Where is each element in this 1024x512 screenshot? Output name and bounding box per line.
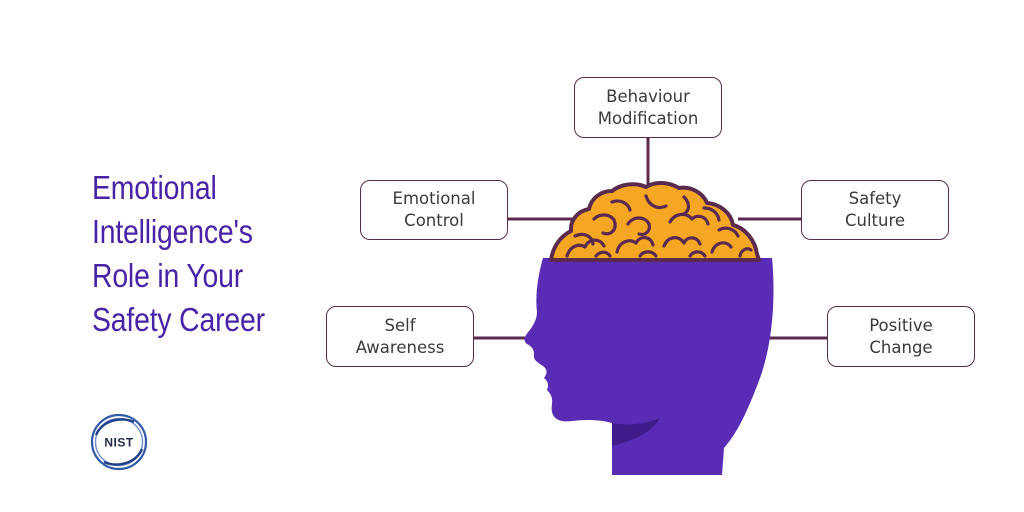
- node-behaviour-modification-line-1: Behaviour: [606, 86, 690, 106]
- brain-icon: [549, 181, 761, 262]
- node-safety-culture-line-1: Safety: [848, 189, 902, 208]
- node-behaviour-modification: Behaviour Modification: [574, 77, 722, 138]
- node-emotional-control: Emotional Control: [360, 180, 508, 240]
- jaw-shadow: [612, 418, 660, 446]
- node-self-awareness-line-1: Self: [384, 315, 416, 335]
- title-line-2: Intelligence's: [92, 213, 253, 250]
- node-positive-change-line-2: Change: [869, 337, 933, 357]
- title-line-4: Safety Career: [92, 301, 265, 338]
- node-positive-change-line-1: Positive: [869, 315, 933, 335]
- nist-logo: NIST: [90, 413, 148, 471]
- nist-logo-text: NIST: [104, 436, 134, 450]
- node-emotional-control-line-1: Emotional: [392, 189, 476, 208]
- page-title: Emotional Intelligence's Role in Your Sa…: [92, 166, 298, 342]
- title-line-1: Emotional: [92, 169, 217, 206]
- node-self-awareness-line-2: Awareness: [355, 337, 445, 357]
- title-line-3: Role in Your: [92, 257, 243, 294]
- head-silhouette: [524, 258, 774, 475]
- node-positive-change: Positive Change: [827, 306, 975, 367]
- node-safety-culture-line-2: Culture: [844, 211, 906, 230]
- node-safety-culture: Safety Culture: [801, 180, 949, 240]
- node-behaviour-modification-line-2: Modification: [597, 108, 699, 128]
- node-emotional-control-line-2: Control: [404, 211, 464, 230]
- node-self-awareness: Self Awareness: [326, 306, 474, 367]
